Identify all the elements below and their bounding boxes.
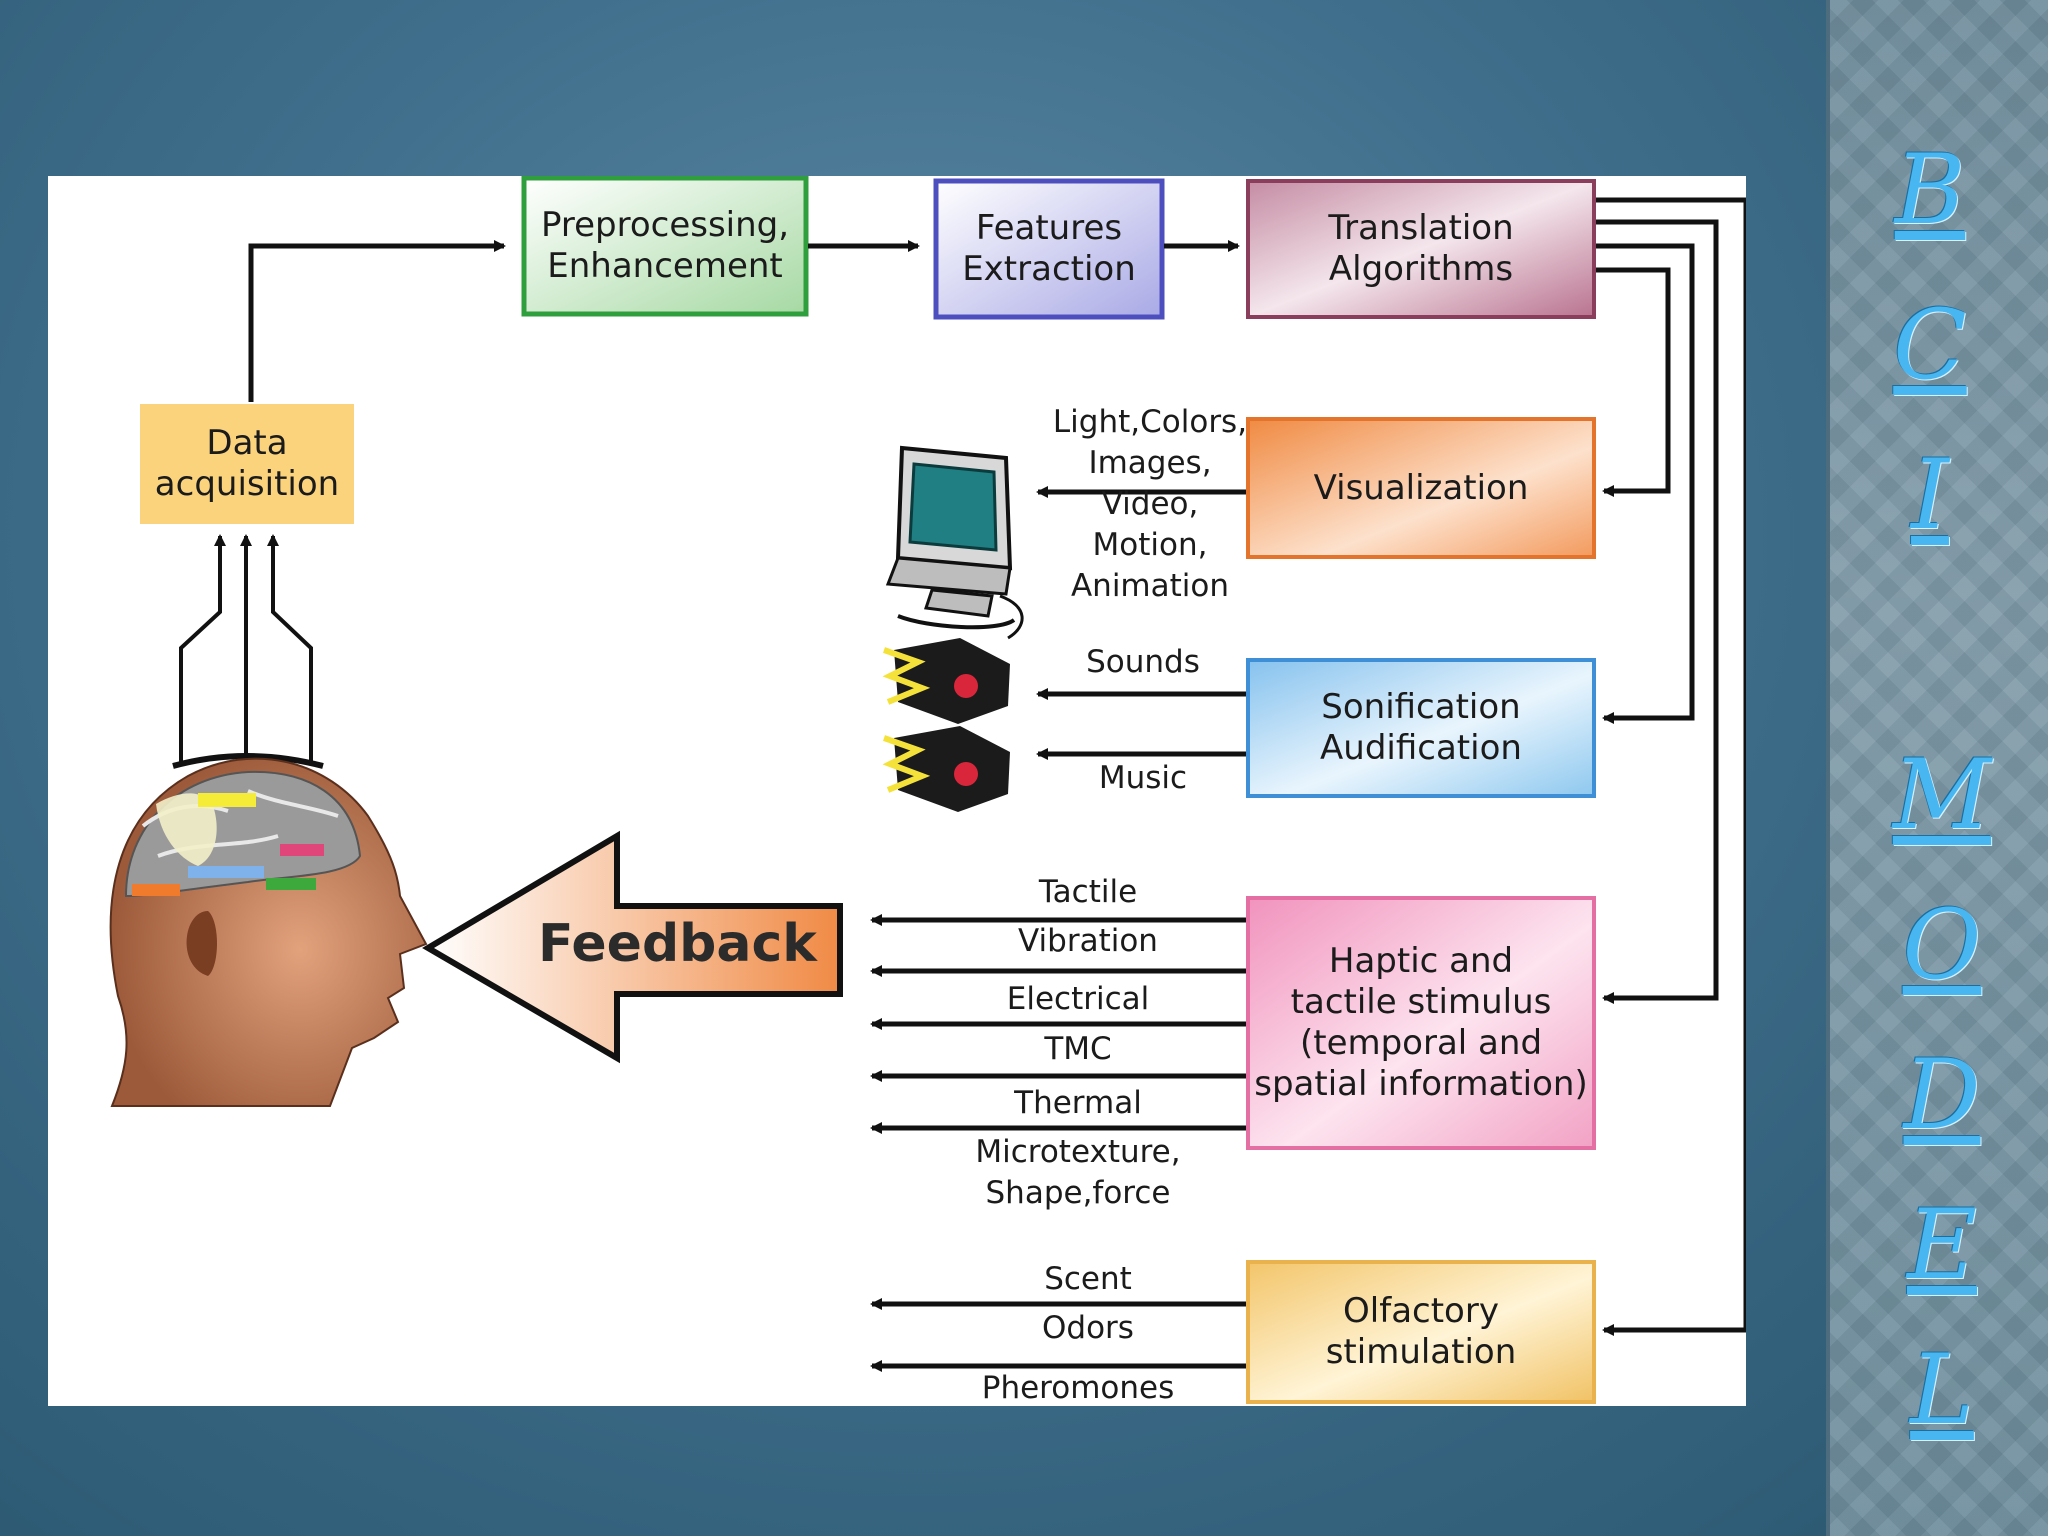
diagram-canvas [109,176,1746,1404]
edge-label-microtexture: Microtexture, Shape,force [975,1134,1181,1211]
title-letter-m: M [1892,739,1992,851]
edge-label-pheromones: Pheromones [981,1370,1175,1406]
electrode-wires [172,534,324,769]
preprocessing-box [521,176,809,317]
title-letter-c: C [1893,289,1967,401]
arrow-trans-to-visualization [1596,267,1671,497]
title-letter-b: B [1894,134,1966,246]
arrow-trans-to-sonification [1596,243,1695,724]
edge-label-scent: Scent [1044,1261,1132,1297]
arrow-acq-to-pre [248,240,506,402]
olfactory-label: Olfactory stimulation [1325,1291,1517,1372]
speaker-icon [882,638,1010,812]
edge-label-sounds: Sounds [1086,644,1200,680]
edge-label-odors: Odors [1042,1310,1134,1346]
bci-diagram: Preprocessing, Enhancement Features Extr… [48,176,1746,1406]
arrow-trans-to-olfactory [1596,197,1746,1336]
arrow-trans-to-haptic [1596,219,1719,1004]
features-label: Features Extraction [962,208,1136,289]
edge-label-thermal: Thermal [1014,1085,1142,1121]
features-box [933,178,1165,320]
title-letter-o: O [1902,889,1982,1001]
olfactory-box [1246,1260,1596,1404]
edge-label-tactile: Tactile [1038,874,1138,910]
edge-label-music: Music [1098,760,1188,796]
edge-label-tmc: TMC [1044,1031,1112,1067]
feedback-arrow [422,830,843,1064]
title-letter-d: D [1903,1039,1981,1151]
monitor-icon [885,445,1024,640]
data-acquisition-label: Data acquisition [154,423,340,504]
translation-box [1246,179,1596,319]
edge-label-visual: Light,Colors, Images, Video, Motion, Ani… [1052,404,1248,604]
title-letter-i: I [1911,439,1949,551]
haptic-label: Haptic and tactile stimulus (temporal an… [1254,941,1588,1104]
title-letter-e: E [1906,1189,1978,1301]
sonification-label: Sonification Audification [1320,687,1522,768]
title-letter-l: L [1910,1334,1974,1446]
feedback-label: Feedback [538,914,817,974]
data-acquisition-box [140,404,354,524]
sonification-box [1246,658,1596,798]
haptic-box [1246,896,1596,1150]
preprocessing-label: Preprocessing, Enhancement [540,205,790,286]
visualization-label: Visualization [1313,467,1529,508]
edge-label-vibration: Vibration [1018,923,1158,959]
visualization-box [1246,417,1596,559]
head-brain-icon [109,757,428,1107]
side-title-panel: B C I M O D E L [1826,0,2048,1536]
translation-label: Translation Algorithms [1328,208,1514,289]
edge-label-electrical: Electrical [1006,981,1150,1017]
